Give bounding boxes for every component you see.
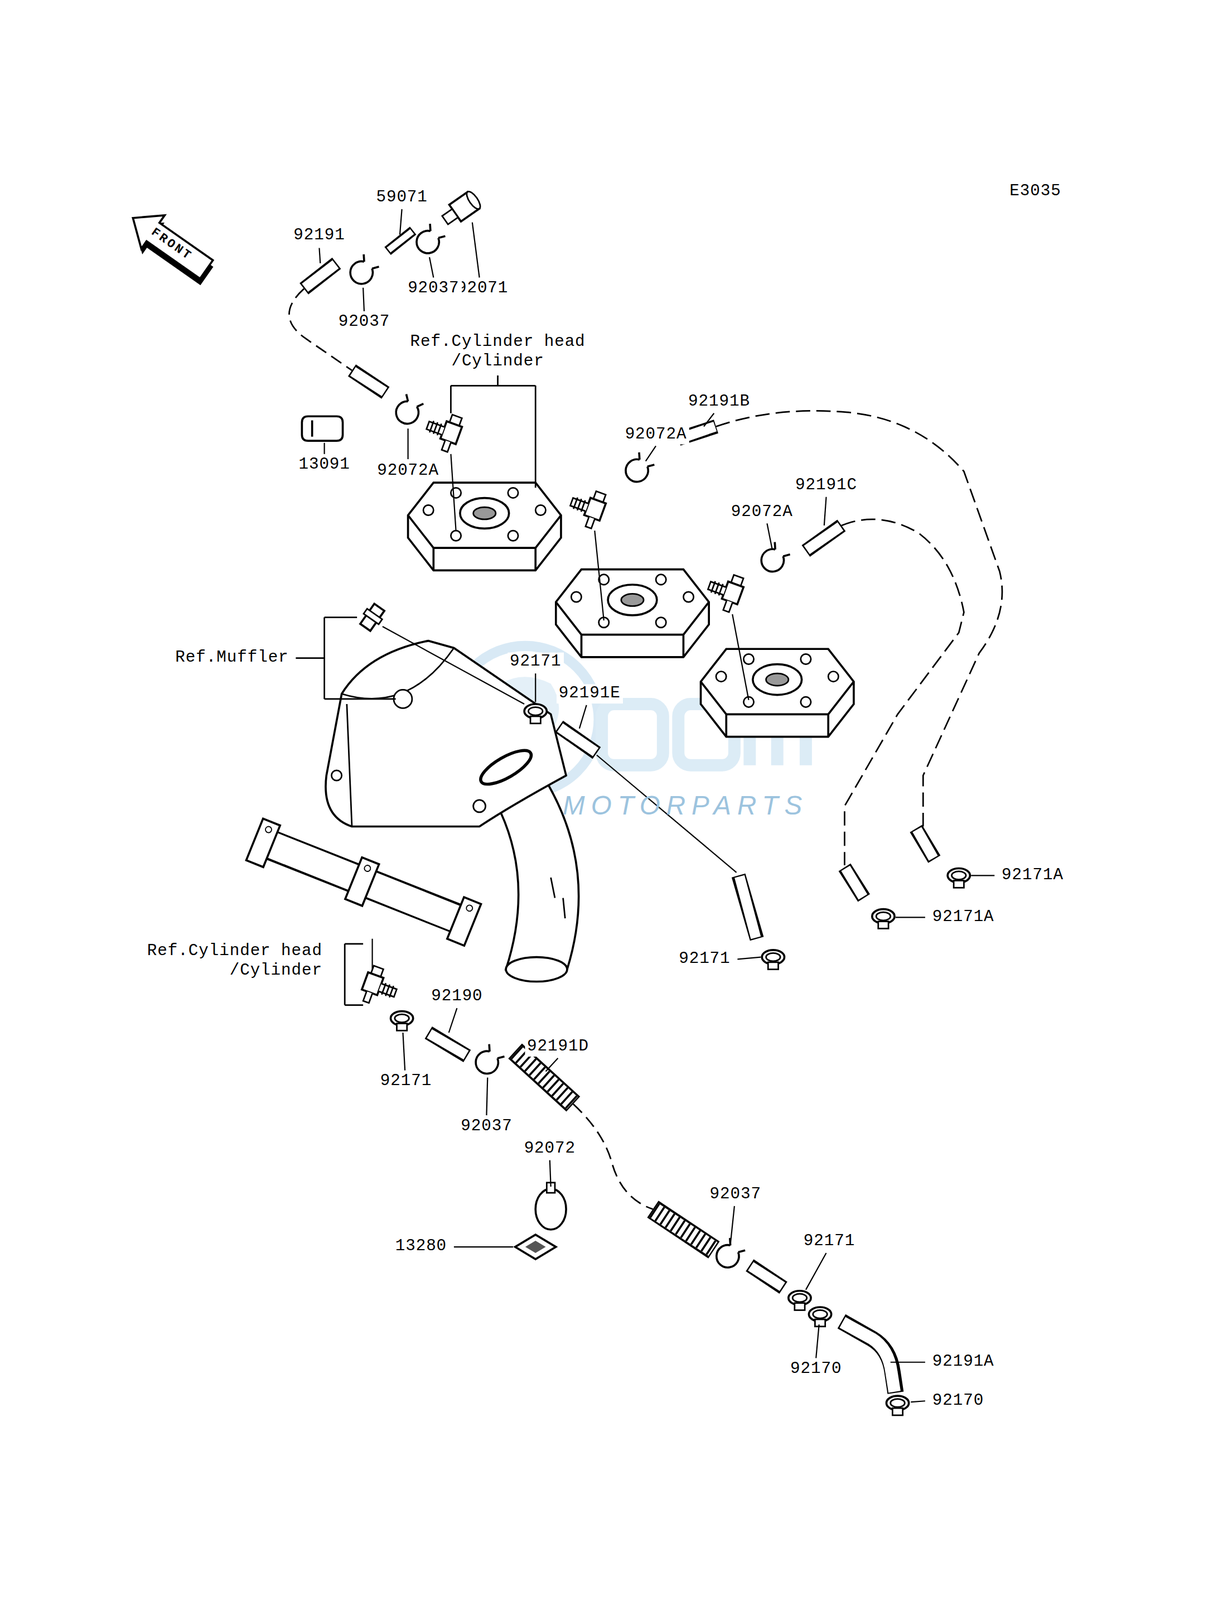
callout-number: 92191	[291, 225, 348, 246]
callout-number: 92191A	[930, 1351, 997, 1372]
right-hoses	[678, 410, 1003, 928]
leader-lines	[318, 209, 995, 1402]
top-hose-assembly	[288, 189, 483, 441]
callout-number: 92071	[454, 278, 511, 299]
callout-number: 13280	[393, 1236, 449, 1257]
reference-note: Ref.Cylinder head /Cylinder	[116, 941, 325, 981]
callout-number: 92170	[788, 1359, 844, 1379]
callout-number: 92171	[378, 1071, 434, 1091]
callout-number: 92037	[458, 1116, 515, 1137]
callout-number: 92171	[507, 652, 564, 673]
callout-number: 92072A	[375, 461, 442, 482]
callout-number: 92171	[677, 949, 733, 969]
reference-note: Ref.Muffler	[173, 648, 292, 668]
callout-number: 92171A	[999, 865, 1066, 886]
watermark-text: MOTORPARTS	[560, 796, 810, 816]
callout-number: 92037	[336, 312, 393, 333]
reference-note: Ref.Cylinder head /Cylinder	[398, 332, 597, 372]
callout-number: E3035	[1007, 181, 1064, 202]
callout-number: 92191D	[524, 1036, 591, 1057]
callout-number: 92171	[801, 1231, 858, 1252]
callout-number: 92191B	[685, 392, 752, 412]
callout-number: 92191C	[793, 475, 859, 496]
front-arrow	[118, 201, 222, 292]
callout-number: 92171A	[930, 907, 997, 927]
front-arrow-text: FRONT	[144, 221, 198, 268]
callout-number: 92072A	[622, 424, 689, 445]
callout-number: 92037	[707, 1184, 764, 1205]
callout-number: 92072	[521, 1138, 578, 1159]
callout-number: 92170	[930, 1390, 986, 1411]
callout-number: 92190	[429, 987, 486, 1007]
callout-number: 13091	[296, 455, 353, 476]
callout-number: 59071	[374, 187, 430, 208]
callout-number: 92037	[405, 278, 462, 299]
manifold-and-lower-hose	[246, 818, 910, 1415]
callout-number: 92072A	[728, 502, 795, 522]
callout-number: 92191E	[556, 683, 623, 704]
muffler	[295, 601, 785, 981]
